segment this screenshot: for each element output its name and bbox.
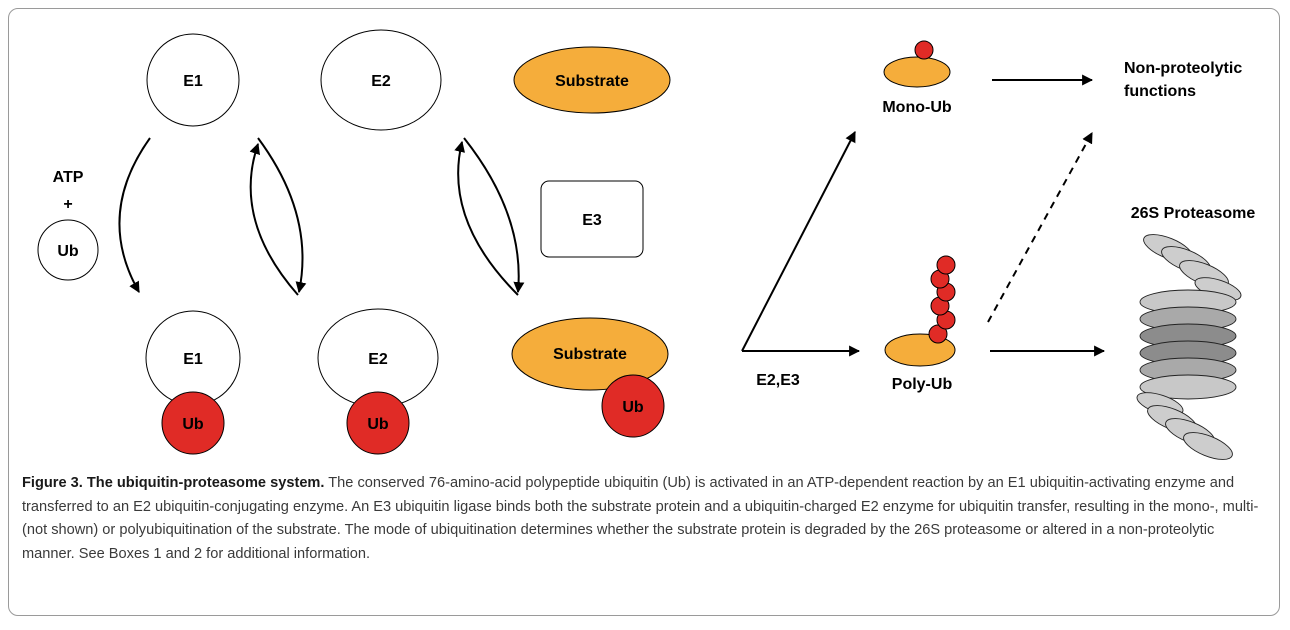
arrow-e1-activation [118, 137, 151, 293]
proteasome-core [1139, 289, 1237, 400]
ub-e1-label: Ub [182, 416, 204, 433]
non-proteolytic-label-line2: functions [1124, 83, 1196, 100]
arrow-e1-e2-forward [257, 137, 307, 294]
ub-e2-circle [346, 391, 410, 455]
ub-e1-circle [161, 391, 225, 455]
substrate-bottom-label: Substrate [553, 346, 627, 363]
e3-ligase: E3 [540, 180, 644, 258]
ub-substrate-circle [601, 374, 665, 438]
substrate-bottom-shape [511, 317, 669, 391]
proteasome-26s [1136, 234, 1242, 460]
proteasome-cap-bottom [1136, 392, 1233, 460]
free-ubiquitin: Ub [37, 219, 99, 281]
poly-ub-ball [936, 255, 956, 275]
figure-frame [8, 8, 1280, 616]
caption-title: Figure 3. The ubiquitin-proteasome syste… [22, 475, 325, 491]
non-proteolytic-label-line1: Non-proteolytic [1124, 60, 1242, 77]
poly-ub-label: Poly-Ub [892, 376, 953, 393]
mono-ub-label: Mono-Ub [882, 99, 952, 116]
free-ub-label: Ub [57, 243, 79, 260]
mono-ub-substrate [883, 40, 951, 88]
e2-enzyme-top: E2 [320, 29, 442, 131]
arrow-e1-e2-back [249, 142, 299, 296]
substrate-top-shape [513, 46, 671, 114]
figure-caption: Figure 3. The ubiquitin-proteasome syste… [22, 472, 1270, 566]
e3-label: E3 [582, 212, 602, 229]
e1-ub-complex: E1 Ub [145, 310, 241, 455]
poly-ub-substrate [884, 255, 956, 367]
e1-top-label: E1 [183, 73, 203, 90]
arrow-poly-to-nonproteolytic-dashed [987, 132, 1093, 323]
e2-bottom-label: E2 [368, 351, 388, 368]
arrow-to-mono-ub [741, 131, 856, 352]
mono-ub-ball [914, 40, 934, 60]
plus-label: + [63, 196, 72, 213]
e2-ub-complex: E2 Ub [317, 308, 439, 455]
substrate-ub-complex: Substrate Ub [511, 317, 669, 438]
e1-bottom-label: E1 [183, 351, 203, 368]
e2-top-label: E2 [371, 73, 391, 90]
ub-e2-label: Ub [367, 416, 389, 433]
caption-body: The conserved 76-amino-acid polypeptide … [22, 475, 1259, 562]
ub-substrate-label: Ub [622, 399, 644, 416]
proteasome-label: 26S Proteasome [1131, 205, 1256, 222]
arrow-e2-substrate-forward [463, 137, 525, 294]
proteasome-cap-top [1143, 234, 1242, 301]
e2-e3-label: E2,E3 [756, 372, 800, 389]
atp-label: ATP [53, 169, 84, 186]
mono-substrate-shape [883, 56, 951, 88]
arrow-e2-substrate-back [454, 140, 519, 296]
ubiquitin-proteasome-diagram: E1 E2 Substrate ATP + Ub E3 E1 Ub E2 Ub [37, 29, 1256, 460]
substrate-top-label: Substrate [555, 73, 629, 90]
substrate-top: Substrate [513, 46, 671, 114]
e1-enzyme-top: E1 [146, 33, 240, 127]
